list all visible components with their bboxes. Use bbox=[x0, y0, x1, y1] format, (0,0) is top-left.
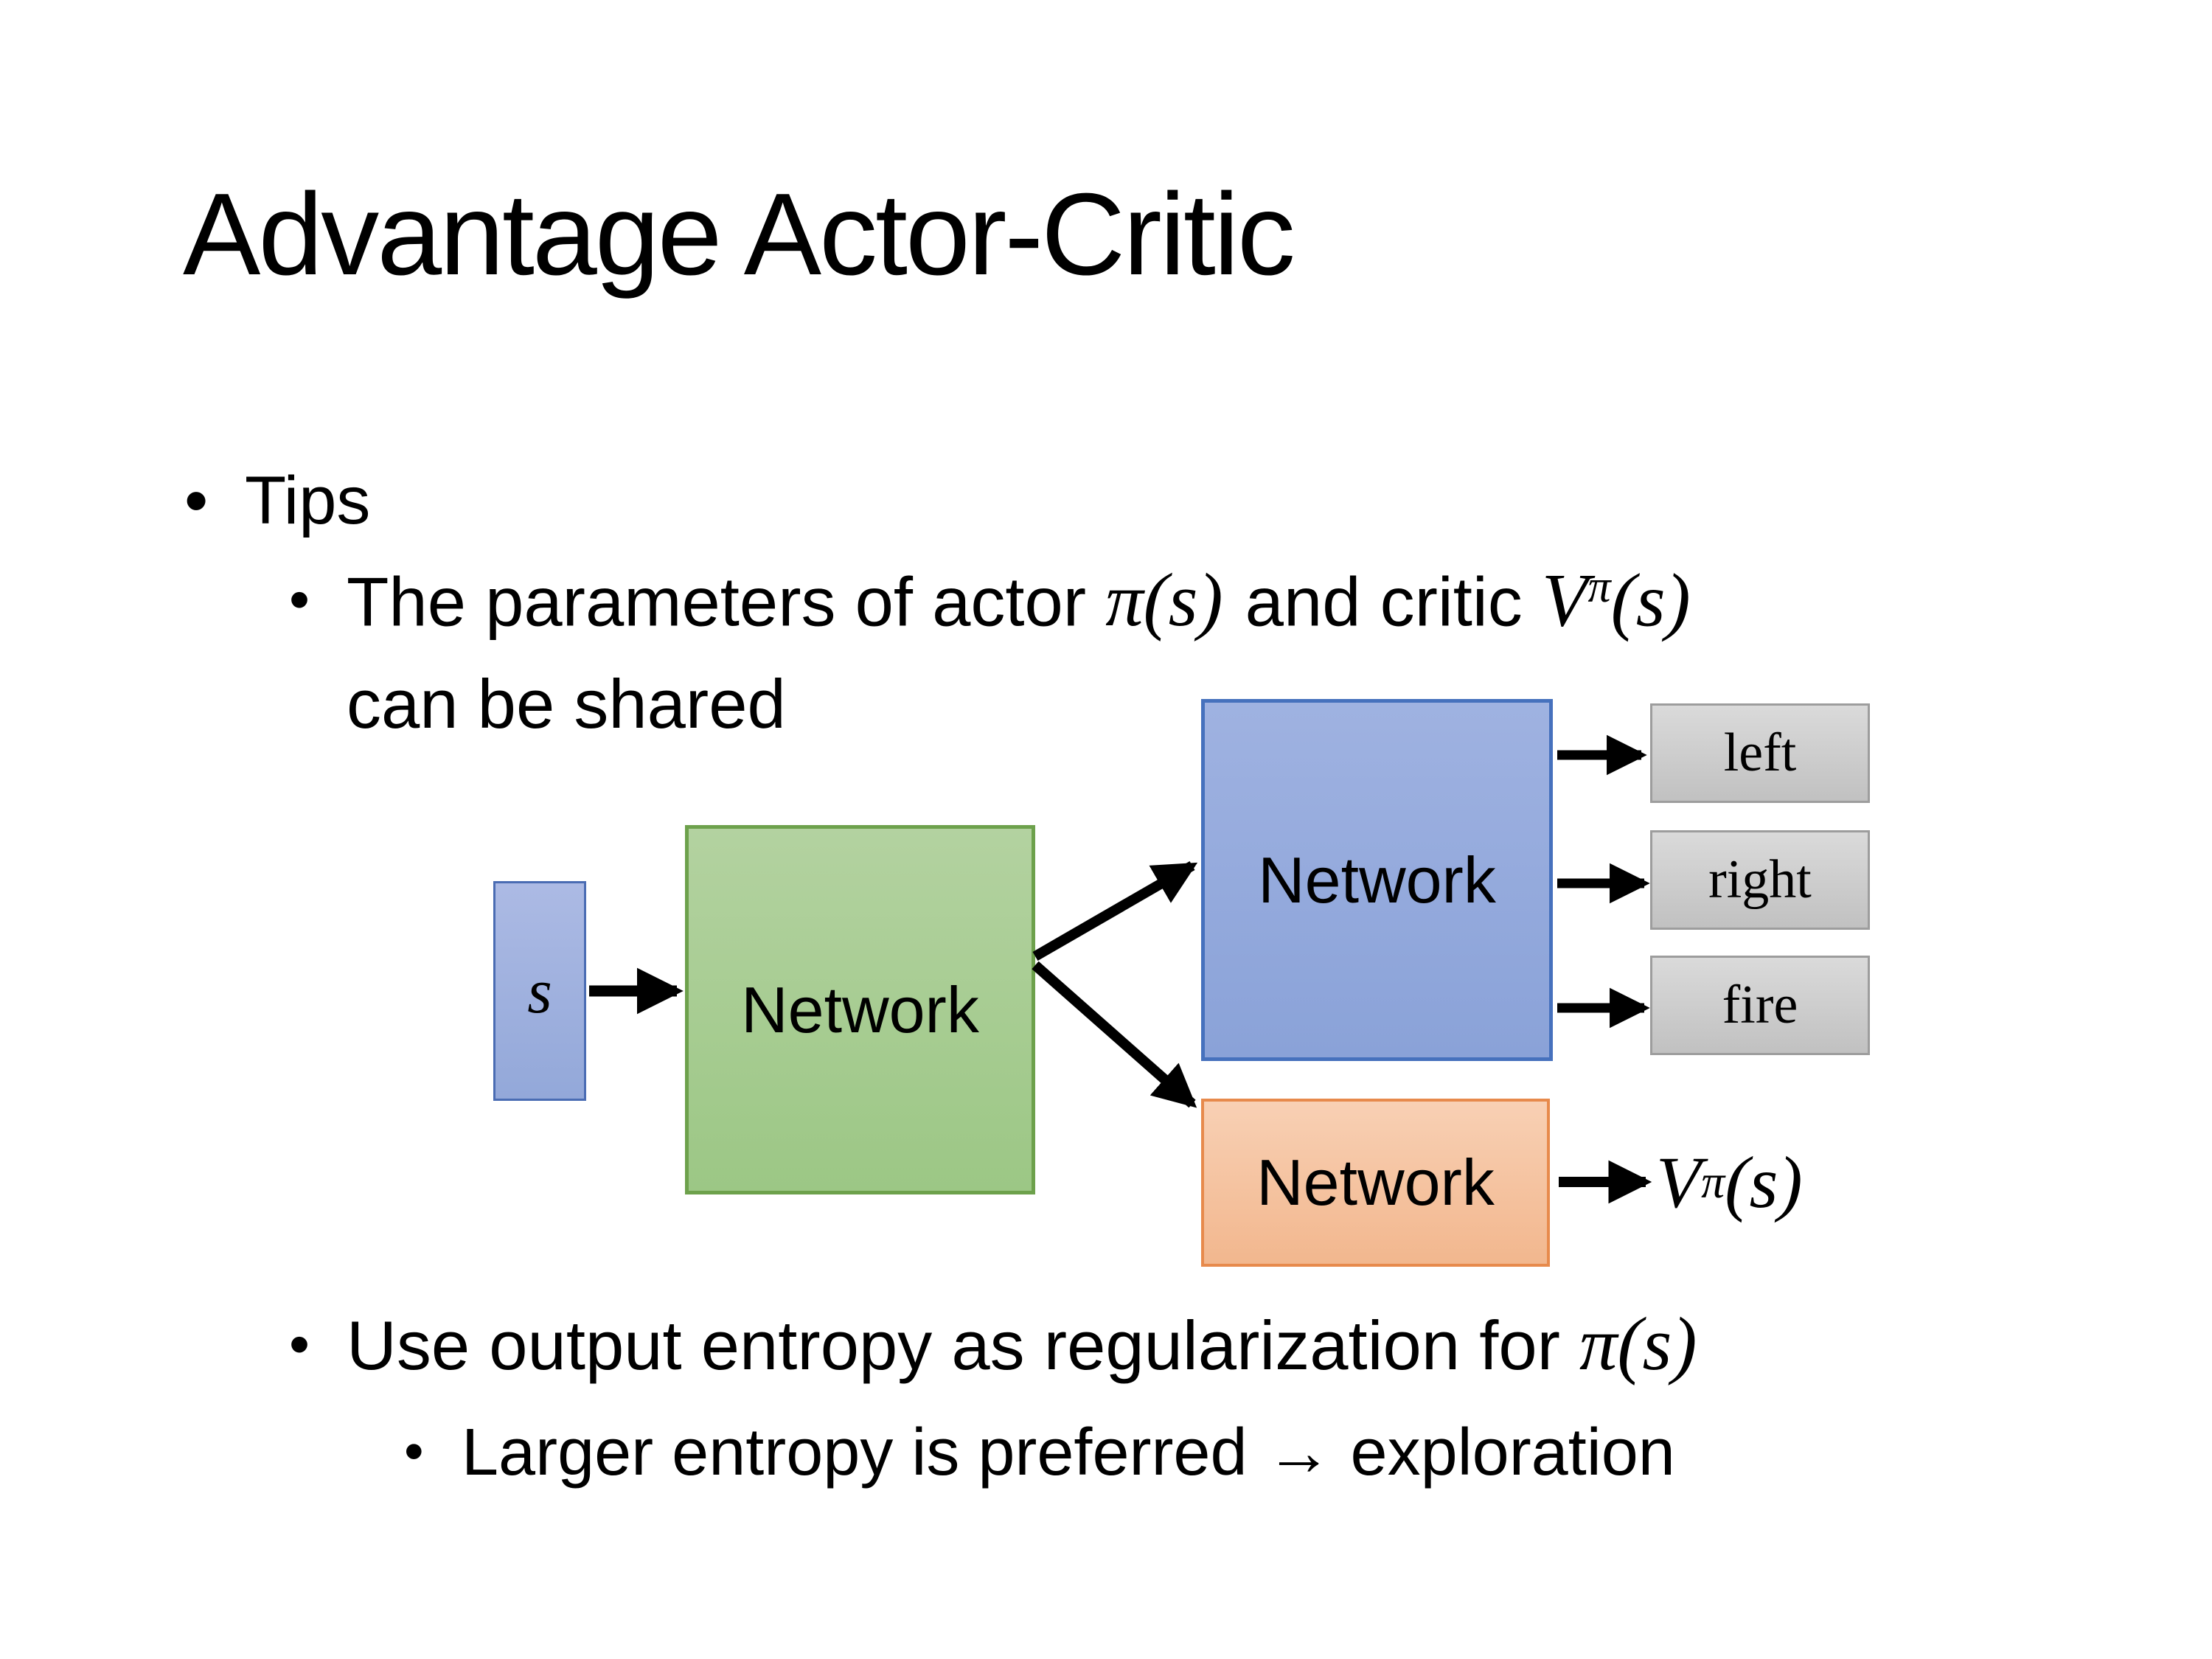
value-args: (s) bbox=[1725, 1141, 1803, 1223]
critic-network-box: Network bbox=[1201, 1099, 1550, 1267]
bullet-entropy-text: Use output entropy as regularization for… bbox=[347, 1307, 1697, 1384]
parameters-mid-text: and critic bbox=[1245, 563, 1542, 641]
value-superscript: π bbox=[1701, 1155, 1725, 1208]
bullet-tips: • Tips bbox=[184, 463, 370, 539]
critic-value-superscript: π bbox=[1587, 562, 1611, 612]
bullet-dot-icon: • bbox=[289, 566, 310, 632]
bullet-tips-label: Tips bbox=[245, 463, 371, 538]
parameters-line2-text: can be shared bbox=[347, 665, 786, 742]
critic-value-base: V bbox=[1541, 559, 1588, 643]
state-label: s bbox=[527, 956, 552, 1026]
shared-network-box: Network bbox=[685, 825, 1035, 1194]
state-input-box: s bbox=[493, 881, 586, 1101]
action-box-fire: fire bbox=[1650, 956, 1870, 1055]
action-left-label: left bbox=[1723, 723, 1797, 783]
arrow-shared-to-actor bbox=[1032, 860, 1198, 961]
bullet-dot-icon: • bbox=[289, 1311, 310, 1377]
action-box-right: right bbox=[1650, 830, 1870, 930]
value-base: V bbox=[1656, 1141, 1702, 1223]
bullet-parameters-line1: • The parameters of actor π(s) and critic… bbox=[289, 562, 1691, 641]
bullet-larger-entropy: • Larger entropy is preferred → explorat… bbox=[404, 1416, 1675, 1490]
bullet-dot-icon: • bbox=[184, 463, 209, 538]
action-fire-label: fire bbox=[1722, 975, 1798, 1035]
page-title: Advantage Actor-Critic bbox=[183, 170, 1295, 299]
entropy-actor-term: π(s) bbox=[1579, 1303, 1697, 1386]
entropy-pre-text: Use output entropy as regularization for bbox=[347, 1307, 1580, 1384]
action-box-left: left bbox=[1650, 703, 1870, 803]
critic-value-args: (s) bbox=[1610, 559, 1691, 643]
bullet-parameters-line2: can be shared bbox=[347, 665, 786, 742]
critic-network-label: Network bbox=[1256, 1146, 1495, 1219]
bullet-larger-entropy-text: Larger entropy is preferred → exploratio… bbox=[462, 1416, 1675, 1489]
actor-network-label: Network bbox=[1258, 843, 1496, 917]
shared-network-label: Network bbox=[741, 973, 979, 1046]
parameters-pre-text: The parameters of actor bbox=[347, 563, 1106, 641]
actor-policy-term: π(s) bbox=[1105, 559, 1223, 643]
action-right-label: right bbox=[1708, 849, 1812, 910]
actor-network-box: Network bbox=[1201, 699, 1553, 1061]
bullet-parameters-text: The parameters of actor π(s) and critic V… bbox=[347, 562, 1691, 641]
bullet-entropy: • Use output entropy as regularization f… bbox=[289, 1307, 1697, 1384]
bullet-dot-icon: • bbox=[404, 1420, 424, 1483]
arrow-shared-to-critic bbox=[1032, 961, 1197, 1108]
